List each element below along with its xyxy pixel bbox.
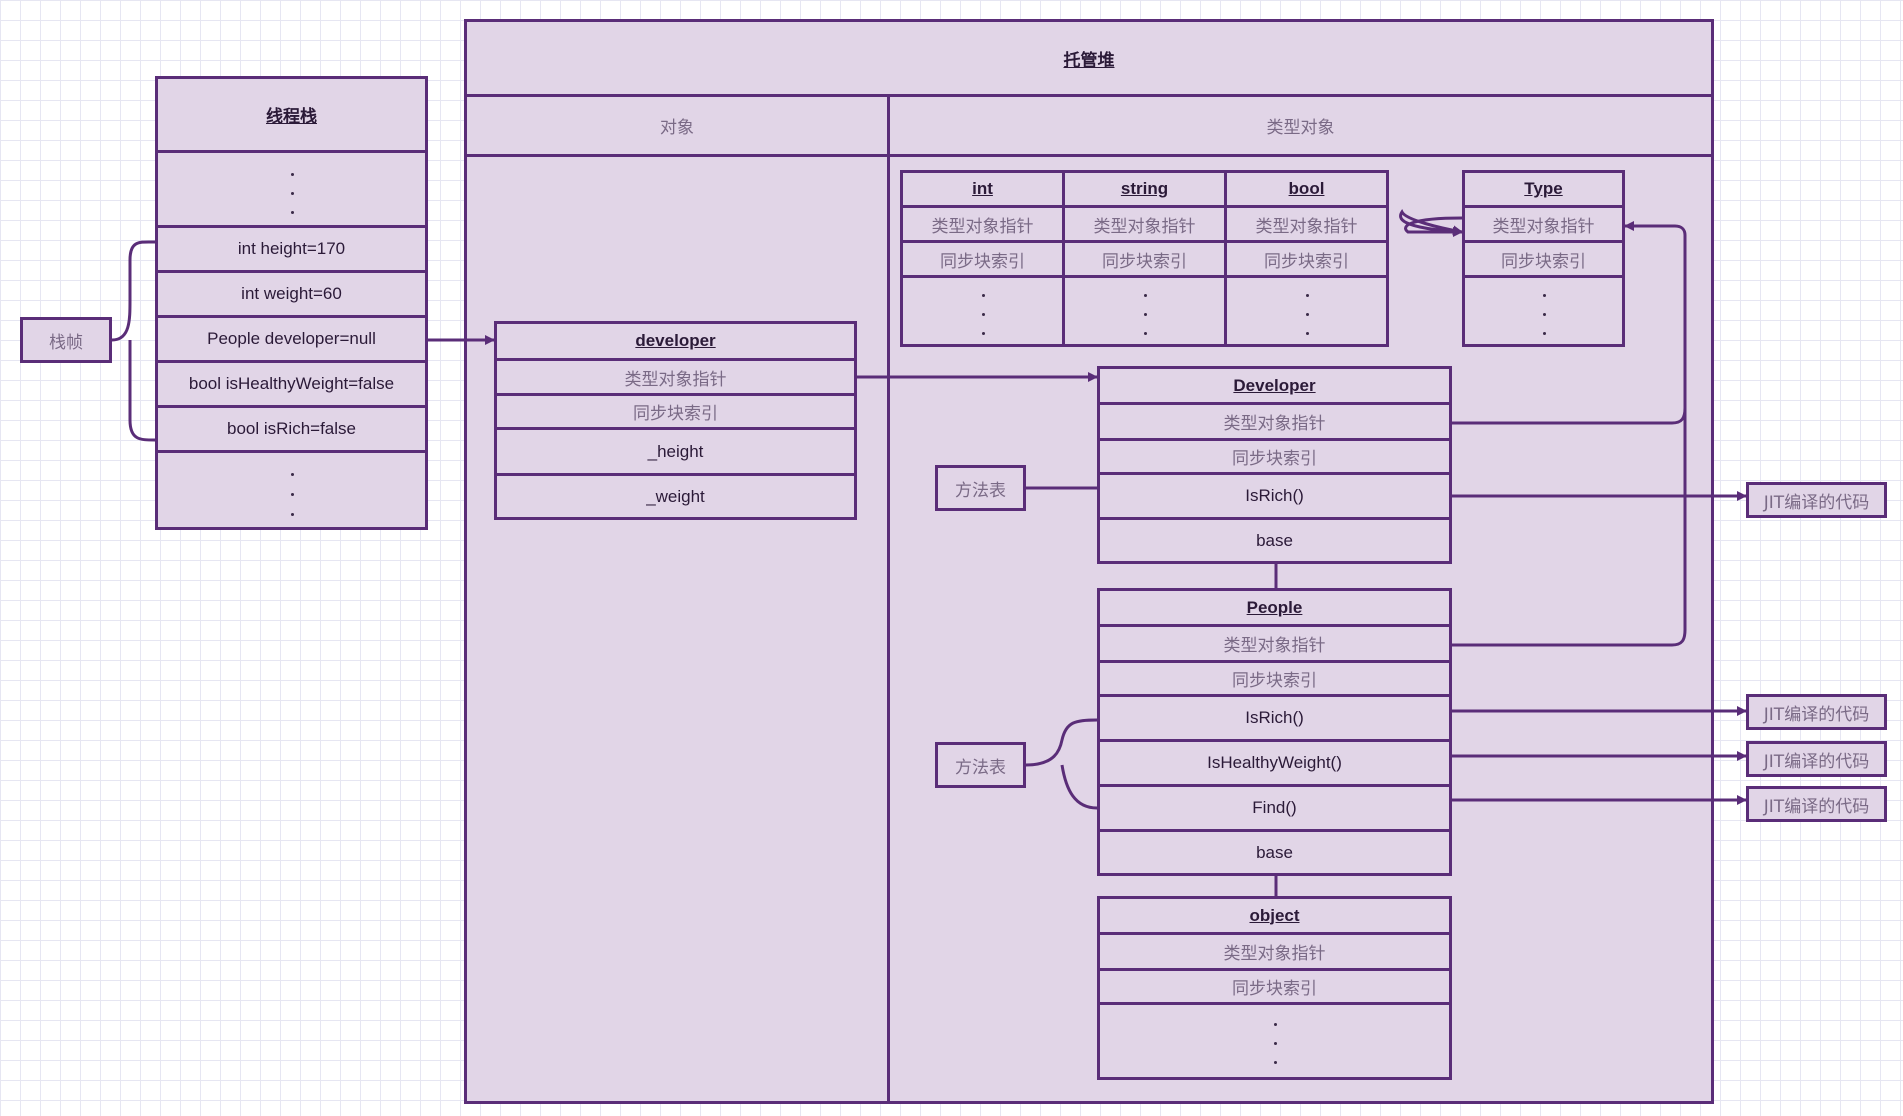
- type-type-pointer: 类型对象指针: [1462, 205, 1625, 243]
- developer-type-is-rich-method: IsRich(): [1097, 472, 1452, 520]
- string-ellipsis: [1062, 275, 1227, 347]
- developer-instance-weight-field: _weight: [494, 473, 857, 520]
- string-type-pointer: 类型对象指针: [1062, 205, 1227, 243]
- type-objects-column-header: 类型对象: [887, 94, 1714, 157]
- developer-type-base: base: [1097, 517, 1452, 564]
- stack-row-is-healthy-weight: bool isHealthyWeight=false: [155, 360, 428, 408]
- string-type-title: string: [1062, 170, 1227, 208]
- stack-row-developer: People developer=null: [155, 315, 428, 363]
- people-type-find-method: Find(): [1097, 784, 1452, 832]
- method-table-label-people: 方法表: [935, 742, 1026, 788]
- bool-type-pointer: 类型对象指针: [1224, 205, 1389, 243]
- method-table-label-developer: 方法表: [935, 465, 1026, 511]
- int-ellipsis: [900, 275, 1065, 347]
- people-type-sync-block: 同步块索引: [1097, 660, 1452, 697]
- developer-type-title: Developer: [1097, 366, 1452, 405]
- objects-column-header: 对象: [464, 94, 890, 157]
- string-sync-block: 同步块索引: [1062, 240, 1227, 278]
- bool-ellipsis: [1224, 275, 1389, 347]
- stack-row-height: int height=170: [155, 225, 428, 273]
- developer-type-pointer: 类型对象指针: [1097, 402, 1452, 441]
- developer-instance-sync-block: 同步块索引: [494, 393, 857, 430]
- bool-type-title: bool: [1224, 170, 1389, 208]
- developer-type-sync-block: 同步块索引: [1097, 438, 1452, 475]
- jit-code-box-1: JIT编译的代码: [1746, 482, 1887, 518]
- people-type-base: base: [1097, 829, 1452, 876]
- jit-code-box-2: JIT编译的代码: [1746, 694, 1887, 730]
- object-type-ellipsis: [1097, 1002, 1452, 1080]
- jit-code-box-4: JIT编译的代码: [1746, 786, 1887, 822]
- people-type-is-healthy-weight-method: IsHealthyWeight(): [1097, 739, 1452, 787]
- people-type-title: People: [1097, 588, 1452, 627]
- thread-stack-title: 线程栈: [155, 76, 428, 153]
- heap-column-divider: [887, 154, 890, 1104]
- int-sync-block: 同步块索引: [900, 240, 1065, 278]
- developer-instance-title: developer: [494, 321, 857, 361]
- stack-row-weight: int weight=60: [155, 270, 428, 318]
- stack-frame-label: 栈帧: [20, 317, 112, 363]
- object-type-sync-block: 同步块索引: [1097, 968, 1452, 1005]
- stack-row-is-rich: bool isRich=false: [155, 405, 428, 453]
- developer-instance-type-pointer: 类型对象指针: [494, 358, 857, 396]
- people-type-is-rich-method: IsRich(): [1097, 694, 1452, 742]
- bool-sync-block: 同步块索引: [1224, 240, 1389, 278]
- object-type-pointer: 类型对象指针: [1097, 932, 1452, 971]
- thread-stack-ellipsis-top: [155, 150, 428, 228]
- type-ellipsis: [1462, 275, 1625, 347]
- object-type-title: object: [1097, 896, 1452, 935]
- int-type-pointer: 类型对象指针: [900, 205, 1065, 243]
- people-type-pointer: 类型对象指针: [1097, 624, 1452, 663]
- thread-stack-ellipsis-bottom: [155, 450, 428, 530]
- stack-frame-brace: [111, 240, 156, 442]
- managed-heap-title: 托管堆: [464, 19, 1714, 97]
- int-type-title: int: [900, 170, 1065, 208]
- type-type-title: Type: [1462, 170, 1625, 208]
- developer-instance-height-field: _height: [494, 427, 857, 476]
- jit-code-box-3: JIT编译的代码: [1746, 741, 1887, 777]
- type-sync-block: 同步块索引: [1462, 240, 1625, 278]
